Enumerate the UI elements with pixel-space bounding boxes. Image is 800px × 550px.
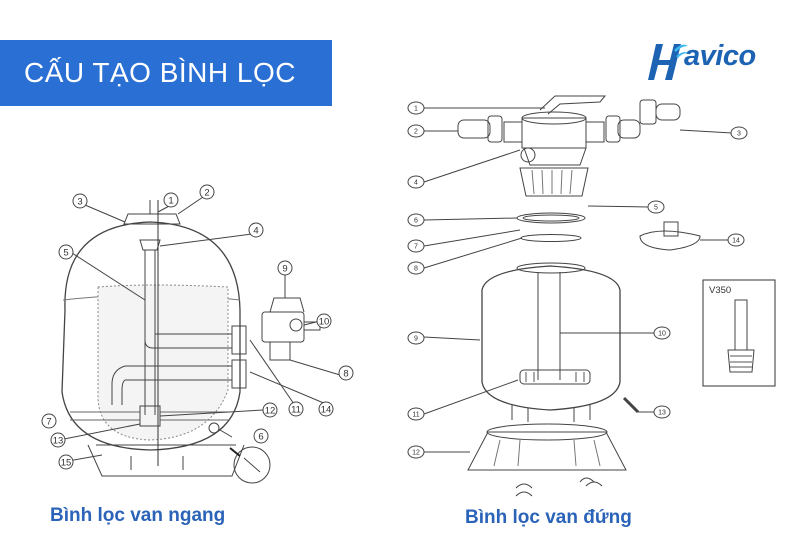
right-callout-5 xyxy=(647,200,665,214)
right-callout-1-text: 1 xyxy=(414,106,418,113)
right-callout-6 xyxy=(407,213,425,227)
right-callout-13 xyxy=(653,405,671,419)
left-callout-13 xyxy=(50,432,66,448)
right-callout-2 xyxy=(407,124,425,138)
left-callout-15-text: 15 xyxy=(61,458,72,469)
logo-h-mark-icon xyxy=(648,44,688,80)
left-callout-9-text: 9 xyxy=(282,264,287,275)
side-mount-filter-drawing xyxy=(61,196,341,484)
left-callout-4 xyxy=(248,222,264,238)
right-callout-3-text: 3 xyxy=(737,131,741,138)
left-callout-8 xyxy=(338,365,354,381)
left-callout-3 xyxy=(72,193,88,209)
left-callout-2 xyxy=(199,184,215,200)
left-callout-7 xyxy=(41,413,57,429)
right-callout-6-text: 6 xyxy=(414,218,418,225)
right-callout-9 xyxy=(407,331,425,345)
left-callout-2-text: 2 xyxy=(204,188,209,199)
right-callout-9-text: 9 xyxy=(414,336,418,343)
right-callout-10-text: 10 xyxy=(658,331,666,338)
left-callout-10 xyxy=(316,313,332,329)
left-callout-12 xyxy=(262,402,278,418)
v350-inset xyxy=(702,279,776,387)
right-callout-8-text: 8 xyxy=(414,266,418,273)
left-callout-11 xyxy=(288,401,304,417)
left-callouts xyxy=(41,184,354,470)
right-union-drawing xyxy=(605,99,681,143)
top-mount-filter-drawing xyxy=(423,95,733,497)
left-callout-14-text: 14 xyxy=(321,405,332,416)
havico-logo: avico xyxy=(648,38,778,84)
right-callout-12-text: 12 xyxy=(412,450,420,457)
right-callout-11-text: 11 xyxy=(412,412,419,419)
right-callout-8 xyxy=(407,261,425,275)
left-callout-14 xyxy=(318,401,334,417)
right-callout-4-text: 4 xyxy=(414,180,418,187)
right-callout-1 xyxy=(407,101,425,115)
logo-text: avico xyxy=(684,40,756,72)
right-callout-12 xyxy=(407,445,425,459)
right-callout-7 xyxy=(407,239,425,253)
right-callout-5-text: 5 xyxy=(654,205,658,212)
right-callout-4 xyxy=(407,175,425,189)
left-callout-4-text: 4 xyxy=(253,226,258,237)
right-callout-14 xyxy=(727,233,745,247)
left-callout-1 xyxy=(163,192,179,208)
left-callout-1-text: 1 xyxy=(168,196,173,207)
right-callout-14-text: 14 xyxy=(732,238,740,245)
left-callout-6 xyxy=(253,428,269,444)
right-callout-7-text: 7 xyxy=(414,244,418,251)
left-callout-15 xyxy=(58,454,74,470)
v350-label: V350 xyxy=(709,285,731,296)
left-callout-9 xyxy=(277,260,293,276)
right-callout-3 xyxy=(730,126,748,140)
right-callout-2-text: 2 xyxy=(414,129,418,136)
right-callout-11 xyxy=(407,407,425,421)
right-callout-13-text: 13 xyxy=(658,410,666,417)
left-callout-6-text: 6 xyxy=(258,432,263,443)
left-callout-12-text: 12 xyxy=(265,406,276,417)
caption-top-mount: Bình lọc van đứng xyxy=(465,507,632,528)
left-callout-8-text: 8 xyxy=(343,369,348,380)
caption-side-mount: Bình lọc van ngang xyxy=(50,505,226,526)
title-banner: CẤU TẠO BÌNH LỌC xyxy=(0,40,332,106)
left-callout-11-text: 11 xyxy=(291,405,301,416)
left-callout-numbers: 1 2 3 4 5 6 7 8 9 10 11 12 13 14 15 xyxy=(46,188,348,469)
right-callout-10 xyxy=(653,326,671,340)
right-callouts xyxy=(407,101,748,459)
banner-title: CẤU TẠO BÌNH LỌC xyxy=(24,57,296,88)
left-callout-3-text: 3 xyxy=(77,197,82,208)
left-callout-5-text: 5 xyxy=(63,248,68,259)
right-callout-numbers: 1 2 3 4 5 6 7 8 9 10 11 12 13 14 xyxy=(412,106,741,457)
left-callout-5 xyxy=(58,244,74,260)
left-callout-10-text: 10 xyxy=(319,317,330,328)
left-union-drawing xyxy=(457,115,503,143)
left-callout-7-text: 7 xyxy=(46,417,51,428)
left-callout-13-text: 13 xyxy=(53,436,64,447)
